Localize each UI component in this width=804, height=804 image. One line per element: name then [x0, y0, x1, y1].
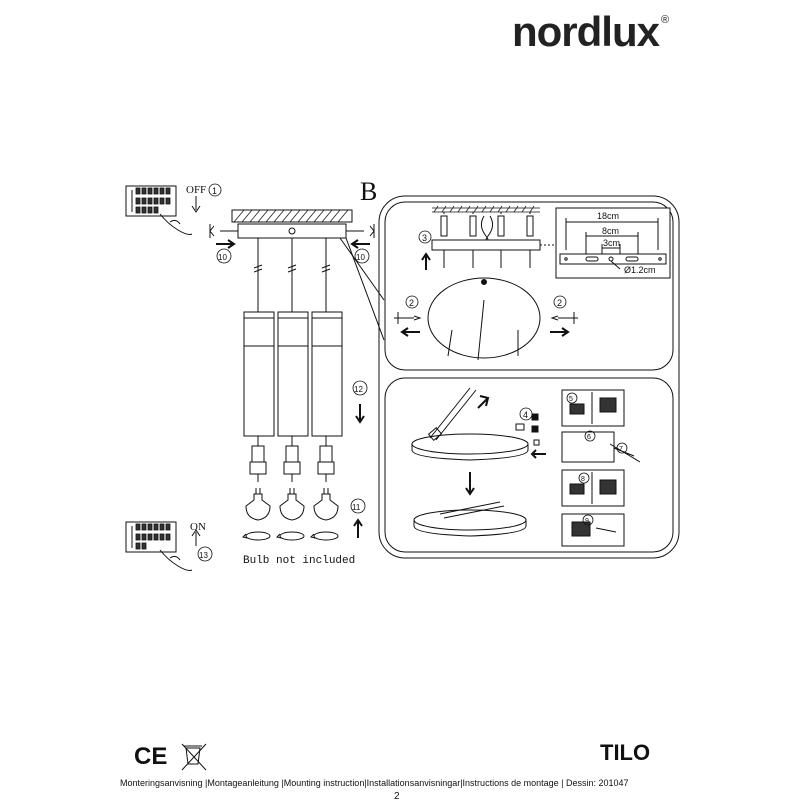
canopy	[209, 223, 375, 249]
dim-hole: Ø1.2cm	[624, 265, 656, 275]
step-2-right-label: 2	[557, 298, 562, 308]
step-11-label: 11	[352, 503, 361, 512]
step-13-label: 13	[199, 551, 208, 560]
dim-8cm: 8cm	[602, 226, 619, 236]
page-number: 2	[394, 791, 400, 802]
step-5-label: 5	[569, 396, 573, 403]
arrow-right-icon	[550, 327, 570, 337]
step-6-label: 6	[587, 434, 591, 441]
wiring-detail	[411, 387, 641, 547]
switch-box-off	[125, 185, 201, 235]
step-2-left-label: 2	[409, 298, 414, 308]
switch-box-on	[125, 521, 201, 571]
step-1-label: 1	[212, 186, 217, 196]
arrow-up-icon	[421, 252, 431, 270]
arrow-left-icon	[400, 327, 420, 337]
footer-code: 201047	[598, 778, 629, 788]
footer-line: Monteringsanvisning |Montageanleitung |M…	[120, 778, 629, 788]
bulb-note: Bulb not included	[243, 555, 355, 567]
bracket-dimensions	[555, 207, 671, 279]
arrow-down-icon	[465, 472, 475, 496]
ceiling	[231, 209, 353, 223]
step-12-label: 12	[354, 385, 363, 394]
arrow-left-icon	[350, 239, 370, 249]
arrow-down-icon	[355, 404, 365, 424]
on-label: ON	[190, 521, 206, 533]
weee-bin-icon	[181, 743, 207, 771]
off-label: OFF	[186, 184, 206, 196]
section-letter: B	[360, 177, 377, 206]
dim-18cm: 18cm	[597, 211, 619, 221]
step-10-right-label: 10	[356, 253, 365, 262]
dim-3cm: 3cm	[603, 238, 620, 248]
arrow-down-icon	[191, 196, 201, 213]
arrow-up-icon	[353, 518, 363, 538]
step-10-left-label: 10	[218, 253, 227, 262]
product-name: TILO	[600, 740, 651, 765]
detail-frame	[378, 195, 680, 559]
step-9-label: 9	[585, 518, 589, 525]
canopy-detail	[394, 277, 578, 361]
step-3-label: 3	[422, 233, 427, 243]
step-8-label: 8	[581, 476, 585, 483]
ceiling-detail	[432, 205, 540, 213]
brand-logo: nordlux®	[512, 8, 669, 56]
step-4-label: 4	[523, 410, 528, 420]
brand-name: nordlux	[512, 8, 660, 55]
registered-mark: ®	[661, 14, 669, 26]
arrow-up-icon	[191, 529, 201, 546]
pendant-lights	[242, 238, 343, 541]
ce-mark: CE	[134, 743, 167, 770]
detail-panel-upper	[384, 201, 674, 371]
step-7-label: 7	[619, 446, 623, 453]
mounting-bracket	[431, 239, 541, 251]
arrow-right-icon	[216, 239, 236, 249]
footer-text: Monteringsanvisning |Montageanleitung |M…	[120, 778, 596, 788]
detail-panel-lower	[384, 377, 674, 553]
